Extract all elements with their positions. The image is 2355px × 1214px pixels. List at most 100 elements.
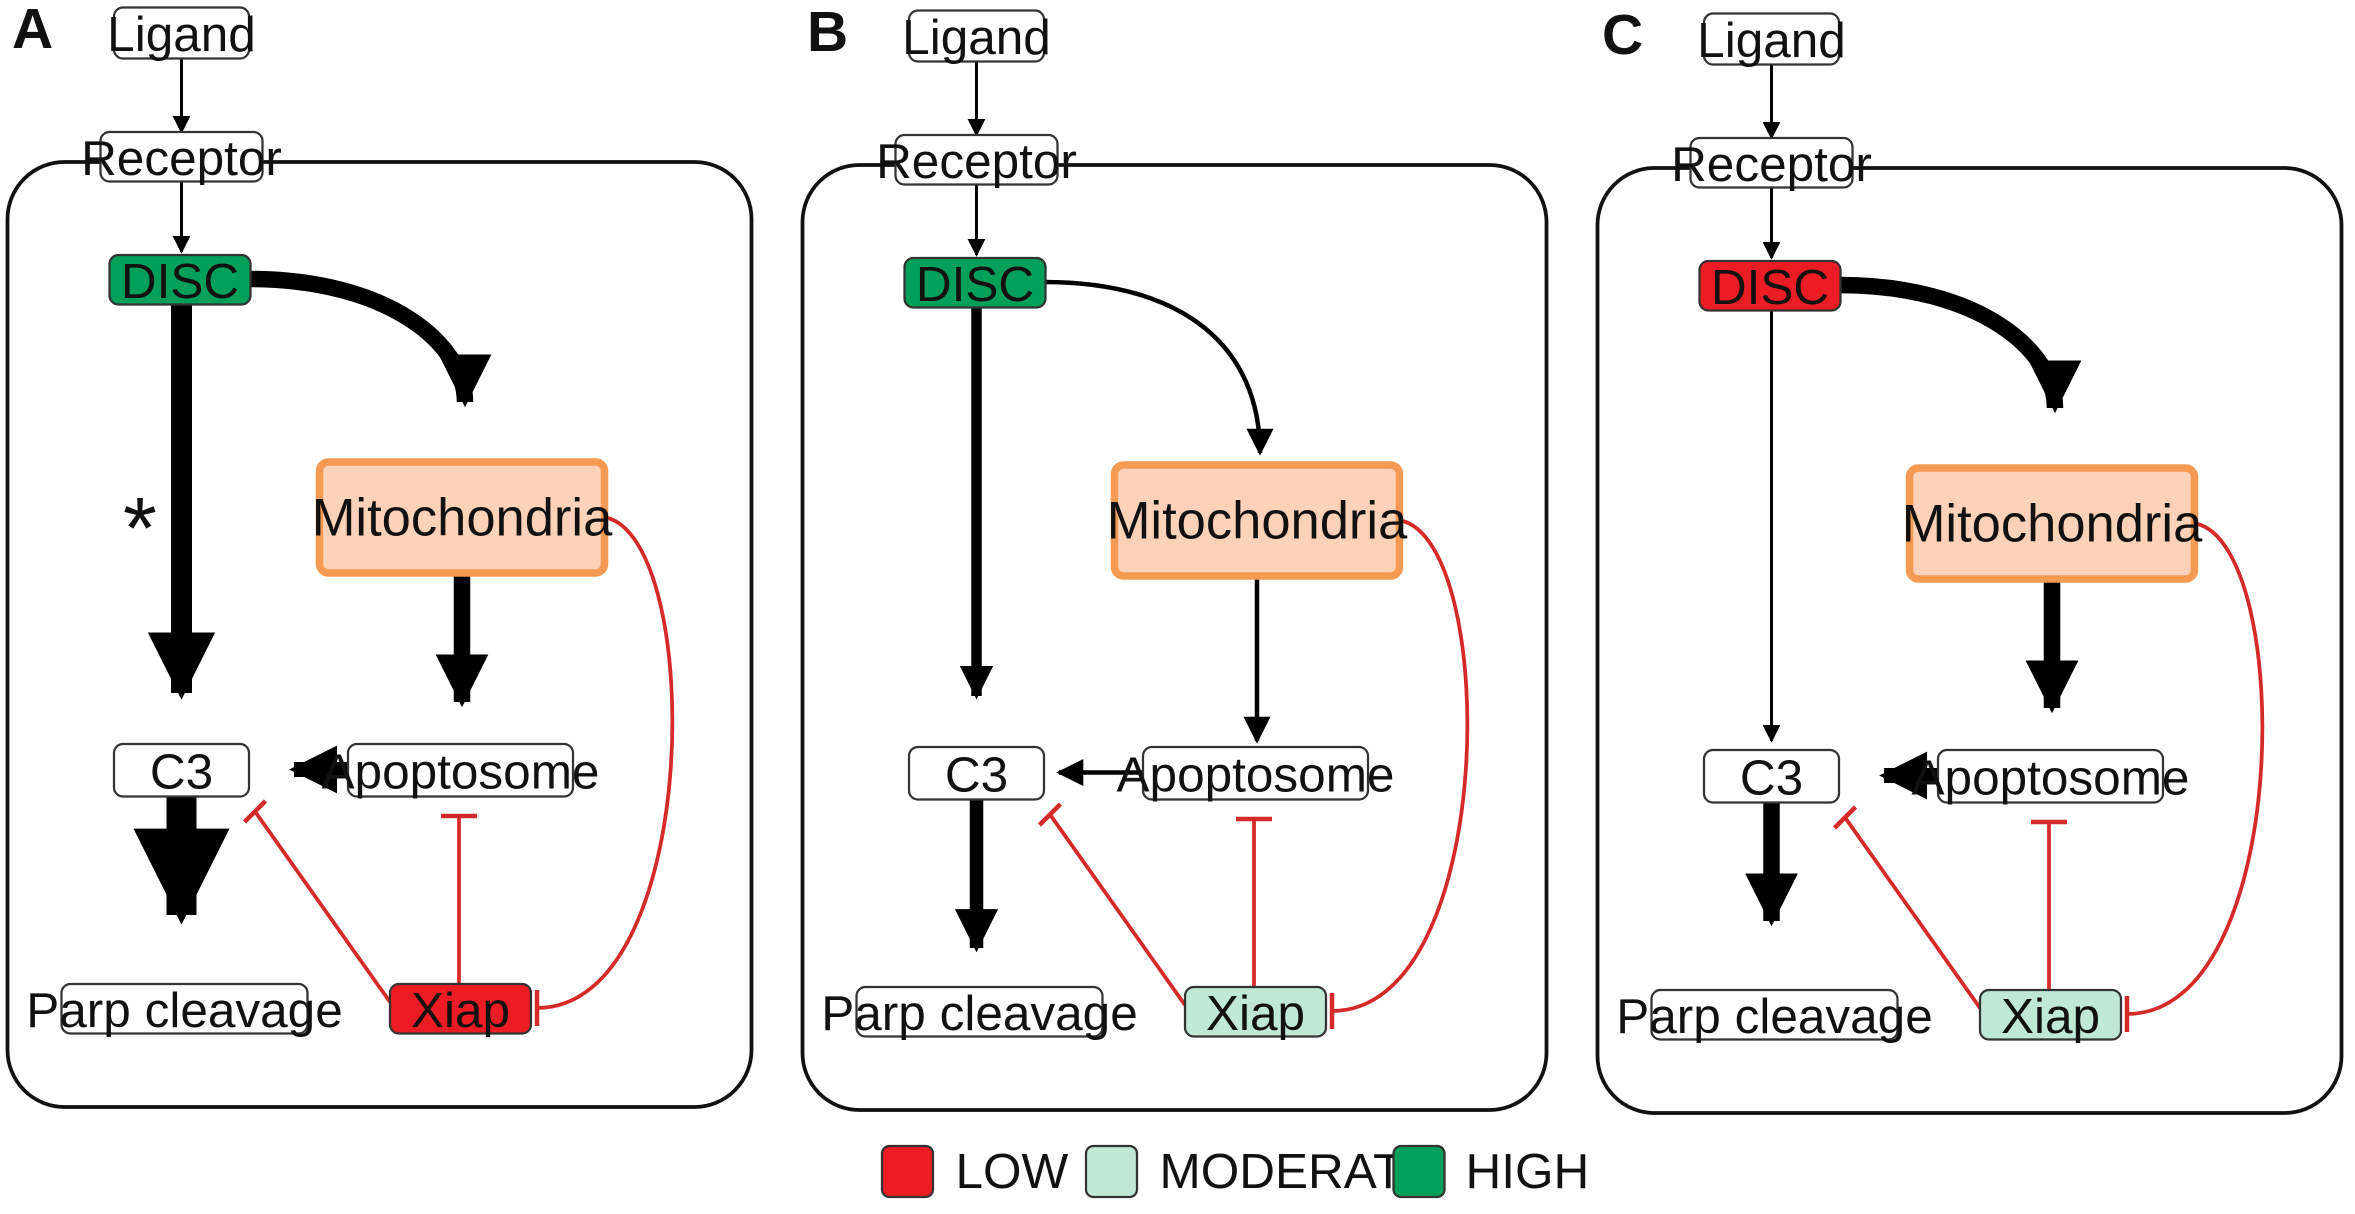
legend-label-high: HIGH (1466, 1144, 1590, 1199)
legend-item-moderate: MODERATE (1084, 1144, 1437, 1199)
legend-item-low: LOW (880, 1144, 1069, 1199)
ligand-node: Ligand (107, 6, 256, 62)
disc-node-label: DISC (121, 254, 239, 309)
ligand-node-box (907, 9, 1046, 63)
apoptosome-node-box (1141, 745, 1370, 801)
ligand-node-label: Ligand (902, 10, 1051, 65)
mitochondria-inhibits-xiap (2124, 521, 2265, 1032)
legend: LOW MODERATE HIGH (880, 1144, 1590, 1199)
apoptosome-node: Apoptosome (322, 742, 600, 799)
parp-cleavage-node: Parp cleavage (1616, 989, 1932, 1044)
c3-node-box (907, 745, 1046, 801)
xiap-inhibits-apoptosome (2031, 819, 2067, 990)
c3-node-label: C3 (945, 747, 1008, 802)
c3-node-label: C3 (150, 744, 213, 799)
xiap-node-box (388, 982, 533, 1035)
mitochondria-node: Mitochondria (1107, 461, 1408, 580)
significance-asterisk: * (123, 480, 157, 577)
panel-letter: C (1602, 3, 1643, 67)
cell-boundary (5, 160, 754, 1109)
legend-item-high: HIGH (1392, 1144, 1590, 1199)
disc-to-mitochondria-arrow (1043, 279, 1274, 456)
xiap-inhibits-apoptosome (1236, 816, 1272, 987)
xiap-node-box (1978, 988, 2123, 1041)
panel-letter: B (807, 0, 848, 64)
apoptosome-node-box (1936, 748, 2165, 804)
mitochondria-node: Mitochondria (312, 458, 613, 577)
receptor-node: Receptor (1671, 137, 1872, 192)
parp-cleavage-node-label: Parp cleavage (821, 986, 1137, 1041)
receptor-node-box (99, 130, 264, 183)
apoptosome-node-label: Apoptosome (1912, 750, 2190, 805)
apoptosome-node: Apoptosome (1117, 745, 1395, 802)
c3-node-label: C3 (1740, 750, 1803, 805)
ligand-node-label: Ligand (107, 7, 256, 62)
apoptosome-node-label: Apoptosome (322, 744, 600, 799)
parp-cleavage-node-box (60, 982, 309, 1035)
disc-node-box (108, 253, 252, 306)
cell-boundary (1595, 166, 2344, 1115)
receptor-node-label: Receptor (81, 131, 282, 186)
xiap-inhibits-c3 (1037, 802, 1187, 1007)
legend-label-low: LOW (956, 1144, 1069, 1199)
c3-node: C3 (907, 745, 1046, 802)
disc-node: DISC (1698, 259, 1842, 315)
legend-label-moderate: MODERATE (1160, 1144, 1437, 1199)
apoptosome-node-label: Apoptosome (1117, 747, 1395, 802)
parp-cleavage-node-box (855, 985, 1104, 1038)
mitochondria-inhibits-xiap (534, 515, 675, 1026)
disc-node-box (1698, 259, 1842, 312)
receptor-node-label: Receptor (876, 134, 1077, 189)
disc-node: DISC (108, 253, 252, 309)
c3-node: C3 (112, 742, 251, 799)
parp-cleavage-node: Parp cleavage (821, 986, 1137, 1041)
disc-node-label: DISC (916, 257, 1034, 312)
apoptosome-node: Apoptosome (1912, 748, 2190, 805)
ligand-node-box (112, 6, 251, 60)
parp-cleavage-node: Parp cleavage (26, 983, 342, 1038)
mitochondria-node-label: Mitochondria (312, 489, 613, 548)
xiap-inhibits-c3 (242, 799, 392, 1004)
receptor-node-box (894, 133, 1059, 186)
receptor-node-box (1689, 136, 1854, 189)
mitochondria-node-label: Mitochondria (1107, 492, 1408, 551)
ligand-node-box (1702, 12, 1841, 66)
xiap-node-label: Xiap (1206, 986, 1305, 1041)
ligand-node: Ligand (902, 9, 1051, 65)
apoptosome-node-box (346, 742, 575, 798)
xiap-node: Xiap (1183, 985, 1328, 1041)
receptor-node-label: Receptor (1671, 137, 1872, 192)
legend-swatch-low (880, 1144, 935, 1199)
c3-node: C3 (1702, 748, 1841, 805)
parp-cleavage-node-label: Parp cleavage (1616, 989, 1932, 1044)
c3-node-box (1702, 748, 1841, 804)
legend-swatch-high (1392, 1144, 1446, 1199)
xiap-inhibits-c3 (1832, 805, 1982, 1010)
ligand-node: Ligand (1697, 12, 1846, 68)
receptor-node: Receptor (81, 131, 282, 186)
xiap-inhibits-apoptosome (441, 813, 477, 984)
xiap-node-box (1183, 985, 1328, 1038)
receptor-node: Receptor (876, 134, 1077, 189)
legend-swatch-moderate (1084, 1144, 1139, 1199)
disc-to-mitochondria-arrow (248, 270, 492, 408)
disc-to-mitochondria-arrow (1838, 276, 2082, 414)
disc-node-box (903, 256, 1047, 309)
mitochondria-node: Mitochondria (1902, 464, 2203, 583)
c3-node-box (112, 742, 251, 798)
mitochondria-node-box (315, 458, 609, 577)
disc-node: DISC (903, 256, 1047, 312)
parp-cleavage-node-label: Parp cleavage (26, 983, 342, 1038)
mitochondria-node-label: Mitochondria (1902, 495, 2203, 554)
disc-node-label: DISC (1711, 260, 1829, 315)
mitochondria-node-box (1905, 464, 2199, 583)
ligand-node-label: Ligand (1697, 13, 1846, 68)
cell-boundary (800, 163, 1549, 1112)
xiap-node-label: Xiap (411, 983, 510, 1038)
mitochondria-inhibits-xiap (1329, 518, 1470, 1029)
mitochondria-node-box (1110, 461, 1404, 580)
